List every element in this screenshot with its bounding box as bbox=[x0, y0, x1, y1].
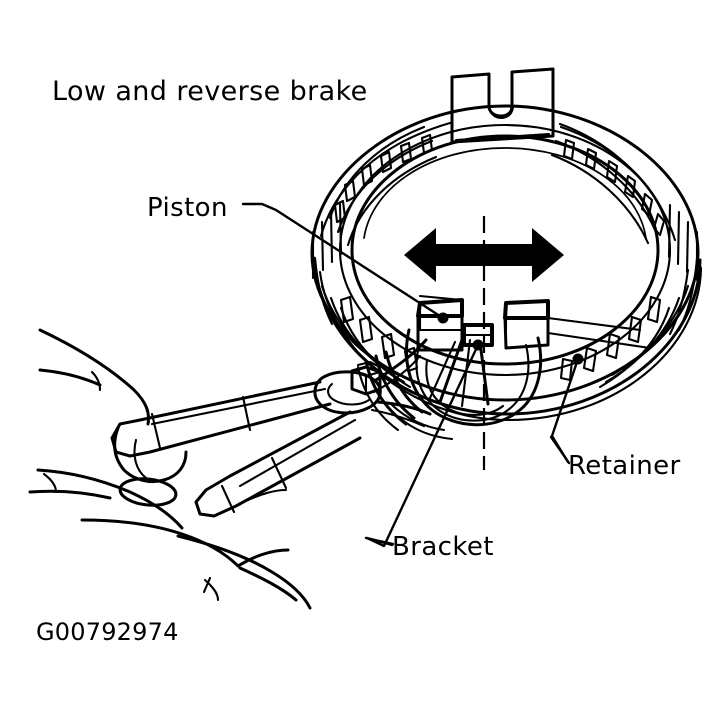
hand-ring-finger bbox=[80, 518, 240, 568]
bracket-leader-tick bbox=[364, 536, 395, 546]
hand-thumb bbox=[113, 426, 188, 484]
drum-inner-step-rear bbox=[363, 147, 647, 239]
pliers-lower-handle bbox=[194, 410, 362, 518]
drum-spline-teeth-rear-left bbox=[319, 121, 452, 247]
drum-spline-teeth-rear-right bbox=[550, 122, 677, 245]
drum-spline-teeth-front-right bbox=[559, 284, 690, 389]
leader-lines bbox=[241, 202, 580, 548]
piston-leader-line bbox=[241, 202, 445, 320]
fingernail bbox=[118, 477, 178, 507]
hand-knuckles bbox=[236, 548, 290, 568]
label-piston: Piston bbox=[147, 193, 228, 223]
drum-top-notched-tab bbox=[450, 67, 555, 144]
hand bbox=[28, 328, 312, 610]
label-retainer: Retainer bbox=[568, 451, 681, 481]
double-headed-arrow-icon bbox=[404, 228, 564, 282]
piston-lower-shell bbox=[405, 328, 543, 427]
drum-inner-bore-front bbox=[350, 248, 660, 366]
bracket-block bbox=[462, 323, 494, 347]
drum-spline-right-endcap bbox=[667, 203, 699, 336]
drum-rim-bottom-edge bbox=[312, 256, 702, 416]
drum-rim-bottom-edge-2 bbox=[318, 266, 703, 422]
drum-spline-left-endcap bbox=[311, 202, 343, 326]
drum-outer-rim-rear bbox=[310, 104, 700, 255]
retainer-leader-tick bbox=[549, 435, 571, 465]
hand-index-finger bbox=[38, 328, 150, 426]
spring-fingers bbox=[438, 338, 464, 404]
drum-assembly bbox=[310, 67, 703, 422]
label-bracket: Bracket bbox=[392, 532, 494, 562]
pliers-jaws bbox=[370, 338, 432, 428]
hand-little-finger bbox=[176, 534, 312, 610]
figure-title: Low and reverse brake bbox=[52, 76, 368, 107]
hand-middle-finger bbox=[36, 468, 184, 530]
figure-id-code: G00792974 bbox=[36, 618, 179, 646]
